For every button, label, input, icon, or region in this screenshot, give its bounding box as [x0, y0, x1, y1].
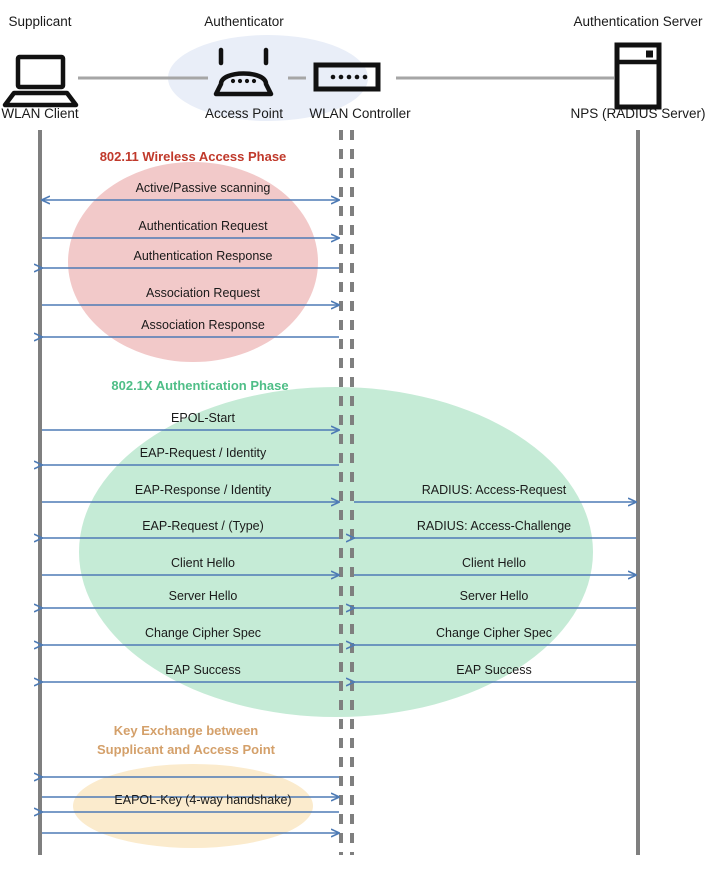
actor-device-1: Access Point — [204, 106, 284, 121]
message-label-r6: EAP Success — [456, 663, 532, 677]
actor-device-0: WLAN Client — [1, 106, 79, 121]
message-label-r5: Change Cipher Spec — [435, 626, 553, 640]
phase-802-1x-ellipse — [79, 387, 593, 717]
message-label-m12: Change Cipher Spec — [144, 626, 262, 640]
message-arrows — [42, 200, 636, 833]
message-label-m4: Association Request — [146, 286, 260, 300]
message-label-m13: EAP Success — [165, 663, 241, 677]
message-label-r4: Server Hello — [459, 589, 529, 603]
actor-role-0: Supplicant — [8, 14, 72, 29]
message-label-k3: EAPOL-Key (4-way handshake) — [114, 793, 292, 807]
actor-device-3: NPS (RADIUS Server) — [570, 106, 706, 121]
phase-802-11-label: 802.11 Wireless Access Phase — [99, 149, 287, 164]
dashed-lifelines — [339, 130, 354, 855]
message-label-m11: Server Hello — [168, 589, 238, 603]
message-label-m10: Client Hello — [171, 556, 235, 570]
phase-key-exchange-ellipse — [73, 764, 313, 848]
message-label-m5: Association Response — [141, 318, 265, 332]
phase-802-11-ellipse — [68, 162, 318, 362]
message-label-r3: Client Hello — [462, 556, 526, 570]
message-label-m3: Authentication Response — [133, 249, 273, 263]
access-point-icon — [213, 47, 274, 97]
wlan-controller-icon — [313, 62, 381, 92]
laptop-icon — [2, 54, 79, 108]
message-label-m7: EAP-Request / Identity — [139, 446, 267, 460]
message-label-m8: EAP-Response / Identity — [134, 483, 272, 497]
server-icon — [614, 42, 662, 110]
message-label-r2: RADIUS: Access-Challenge — [416, 519, 572, 533]
authenticator-highlight-ellipse — [168, 35, 368, 121]
message-label-r1: RADIUS: Access-Request — [421, 483, 567, 497]
actor-role-1: Authenticator — [204, 14, 284, 29]
actor-role-3: Authentication Server — [573, 14, 703, 29]
message-label-m1: Active/Passive scanning — [135, 181, 271, 195]
message-label-m2: Authentication Request — [138, 219, 268, 233]
message-label-m6: EPOL-Start — [171, 411, 235, 425]
actor-device-2: WLAN Controller — [309, 106, 411, 121]
message-label-m9: EAP-Request / (Type) — [142, 519, 264, 533]
lifelines — [38, 130, 640, 855]
phase-ellipses — [68, 162, 593, 848]
phase-802-1x-label: 802.1X Authentication Phase — [111, 378, 289, 393]
